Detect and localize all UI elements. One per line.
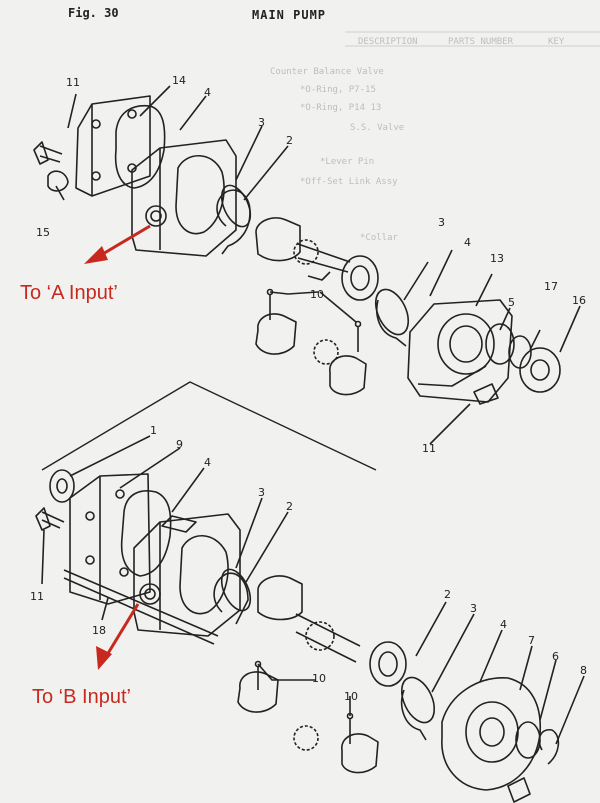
- svg-text:10: 10: [312, 672, 326, 685]
- svg-text:1: 1: [150, 424, 157, 437]
- a-input-arrow: [95, 224, 151, 260]
- svg-text:6: 6: [552, 650, 559, 663]
- diagram-title: MAIN PUMP: [252, 8, 327, 22]
- callout-numbers: 11 14 4 3 2 15 3 4 10 13 5 17 16 11 1 9 …: [30, 74, 587, 703]
- svg-text:5: 5: [508, 296, 515, 309]
- upper-input-port: [145, 205, 167, 227]
- lower-pump-assembly: [35, 435, 585, 803]
- svg-text:4: 4: [500, 618, 507, 631]
- upper-snap-ring: [216, 189, 251, 255]
- b-input-arrow: [102, 603, 140, 661]
- bleed-through-text: DESCRIPTION PARTS NUMBER KEY Counter Bal…: [270, 37, 565, 243]
- bleed-through-table: [345, 31, 600, 47]
- svg-text:*Collar: *Collar: [360, 233, 399, 243]
- svg-text:*O-Ring, P14 13: *O-Ring, P14 13: [300, 103, 381, 113]
- svg-text:11: 11: [422, 442, 436, 455]
- svg-text:18: 18: [92, 624, 106, 637]
- svg-text:3: 3: [438, 216, 445, 229]
- svg-text:2: 2: [444, 588, 451, 601]
- figure-number: Fig. 30: [68, 6, 119, 20]
- svg-text:7: 7: [528, 634, 535, 647]
- svg-text:3: 3: [470, 602, 477, 615]
- svg-text:8: 8: [580, 664, 587, 677]
- svg-text:Counter Balance Valve: Counter Balance Valve: [270, 67, 384, 77]
- svg-text:17: 17: [544, 280, 558, 293]
- svg-text:4: 4: [204, 86, 211, 99]
- svg-text:3: 3: [258, 116, 265, 129]
- svg-text:14: 14: [172, 74, 186, 87]
- svg-text:15: 15: [36, 226, 50, 239]
- svg-text:3: 3: [258, 486, 265, 499]
- upper-pump-body: [131, 139, 237, 257]
- svg-text:10: 10: [344, 690, 358, 703]
- svg-text:*O-Ring, P7-15: *O-Ring, P7-15: [300, 85, 376, 95]
- lower-front-flange: [441, 677, 542, 791]
- svg-text:16: 16: [572, 294, 586, 307]
- lower-end-cover: [69, 473, 151, 605]
- svg-text:DESCRIPTION: DESCRIPTION: [358, 37, 418, 47]
- svg-text:*Off-Set Link Assy: *Off-Set Link Assy: [300, 177, 398, 187]
- svg-text:PARTS NUMBER: PARTS NUMBER: [448, 37, 514, 47]
- lower-input-port: [139, 583, 161, 605]
- b-input-label: To ‘B Input’: [32, 686, 131, 708]
- svg-text:11: 11: [30, 590, 44, 603]
- upper-gasket: [114, 104, 166, 189]
- svg-text:11: 11: [66, 76, 80, 89]
- upper-front-cover: [407, 299, 513, 403]
- assembly-divider: [41, 381, 377, 471]
- svg-text:KEY: KEY: [548, 37, 565, 47]
- svg-text:9: 9: [176, 438, 183, 451]
- svg-text:13: 13: [490, 252, 504, 265]
- upper-pump-assembly: [33, 85, 581, 445]
- svg-text:S.S. Valve: S.S. Valve: [350, 123, 404, 133]
- svg-text:2: 2: [286, 500, 293, 513]
- svg-text:10: 10: [310, 288, 324, 301]
- svg-text:4: 4: [204, 456, 211, 469]
- input-arrows: [95, 224, 151, 661]
- svg-text:4: 4: [464, 236, 471, 249]
- upper-end-cover: [75, 95, 151, 197]
- svg-text:2: 2: [286, 134, 293, 147]
- svg-text:*Lever Pin: *Lever Pin: [320, 157, 374, 167]
- a-input-label: To ‘A Input’: [20, 282, 118, 304]
